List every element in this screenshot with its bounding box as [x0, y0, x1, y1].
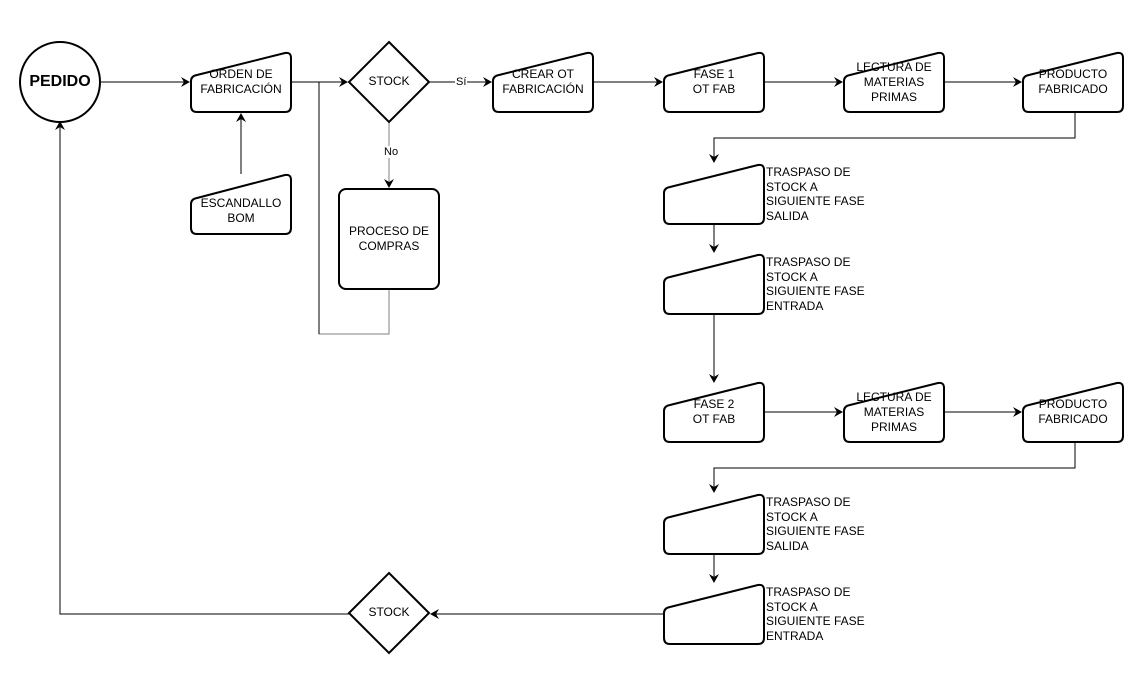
node-stock-1[interactable] — [347, 40, 431, 124]
label-fase2: FASE 2 OT FAB — [692, 397, 736, 426]
edge-label-yes: Sí — [455, 76, 468, 88]
node-stock-2[interactable] — [347, 571, 431, 655]
label-lectura1: LECTURA DE MATERIAS PRIMAS — [856, 60, 932, 104]
node-lectura2[interactable] — [843, 381, 945, 443]
edge-label-no: No — [383, 146, 400, 158]
label-producto1: PRODUCTO FABRICADO — [1038, 67, 1108, 96]
label-lectura2: LECTURA DE MATERIAS PRIMAS — [856, 390, 932, 434]
node-traspaso-salida2[interactable] — [663, 493, 765, 555]
label-fase1: FASE 1 OT FAB — [692, 67, 736, 96]
node-crear-ot[interactable] — [492, 51, 594, 113]
node-proceso-compras[interactable] — [338, 188, 440, 290]
node-traspaso-entrada2[interactable] — [663, 583, 765, 645]
label-crear-ot: CREAR OT FABRICACIÓN — [502, 67, 584, 96]
label-escandallo: ESCANDALLO BOM — [200, 196, 282, 225]
label-producto2: PRODUCTO FABRICADO — [1038, 397, 1108, 426]
label-orden-fabricacion: ORDEN DE FABRICACIÓN — [200, 67, 282, 96]
label-traspaso-entrada1: TRASPASO DE STOCK A SIGUIENTE FASE ENTRA… — [766, 255, 865, 314]
node-fase2[interactable] — [663, 381, 765, 443]
label-stock-2: STOCK — [368, 605, 410, 619]
node-pedido[interactable] — [19, 41, 101, 123]
node-orden-fabricacion[interactable] — [190, 51, 292, 113]
label-stock-1: STOCK — [368, 74, 410, 88]
edge-producto1-to-traspaso-salida1 — [709, 112, 1076, 163]
node-traspaso-salida1[interactable] — [663, 163, 765, 225]
node-fase1[interactable] — [663, 51, 765, 113]
node-producto1[interactable] — [1022, 51, 1124, 113]
node-lectura1[interactable] — [843, 51, 945, 113]
node-producto2[interactable] — [1022, 381, 1124, 443]
edge-producto2-to-traspaso-salida2 — [709, 442, 1076, 493]
node-traspaso-entrada1[interactable] — [663, 253, 765, 315]
label-proceso-compras: PROCESO DE COMPRAS — [348, 224, 429, 253]
node-escandallo[interactable] — [190, 173, 292, 235]
edge-stock2-to-pedido — [55, 121, 349, 615]
label-traspaso-entrada2: TRASPASO DE STOCK A SIGUIENTE FASE ENTRA… — [766, 585, 865, 644]
label-pedido: PEDIDO — [29, 73, 91, 90]
label-traspaso-salida1: TRASPASO DE STOCK A SIGUIENTE FASE SALID… — [766, 165, 865, 224]
label-traspaso-salida2: TRASPASO DE STOCK A SIGUIENTE FASE SALID… — [766, 495, 865, 554]
